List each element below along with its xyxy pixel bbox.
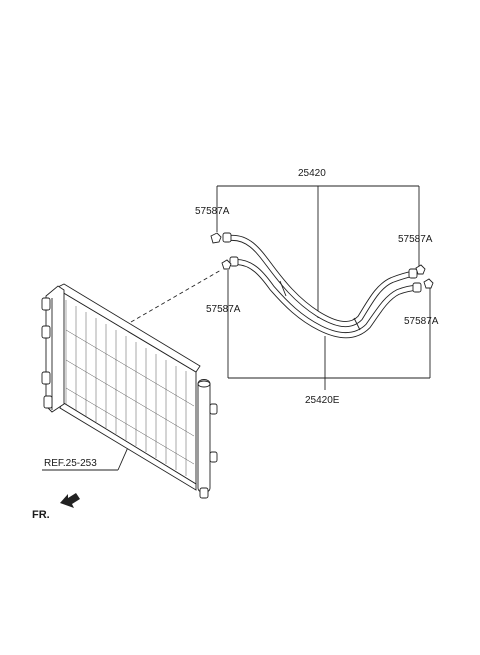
label-front: FR.	[32, 509, 50, 521]
front-arrow-icon	[60, 493, 80, 508]
label-hose-assembly: 25420	[298, 168, 326, 179]
label-clip-top-left: 57587A	[195, 206, 230, 217]
label-clip-bottom-left: 57587A	[206, 304, 241, 315]
clip-top-right	[415, 264, 426, 275]
oil-cooler-hose-assembly	[222, 232, 422, 339]
label-reference: REF.25-253	[44, 458, 97, 469]
clip-bottom-right	[423, 278, 434, 289]
label-clip-top-right: 57587A	[398, 234, 433, 245]
condenser-radiator	[41, 283, 218, 499]
label-hose-sub: 25420E	[305, 395, 340, 406]
clip-bottom-left	[221, 259, 232, 270]
condenser-fins	[65, 300, 195, 476]
clip-top-left	[210, 232, 222, 244]
callout-lines	[42, 185, 431, 471]
label-clip-bottom-right: 57587A	[404, 316, 439, 327]
